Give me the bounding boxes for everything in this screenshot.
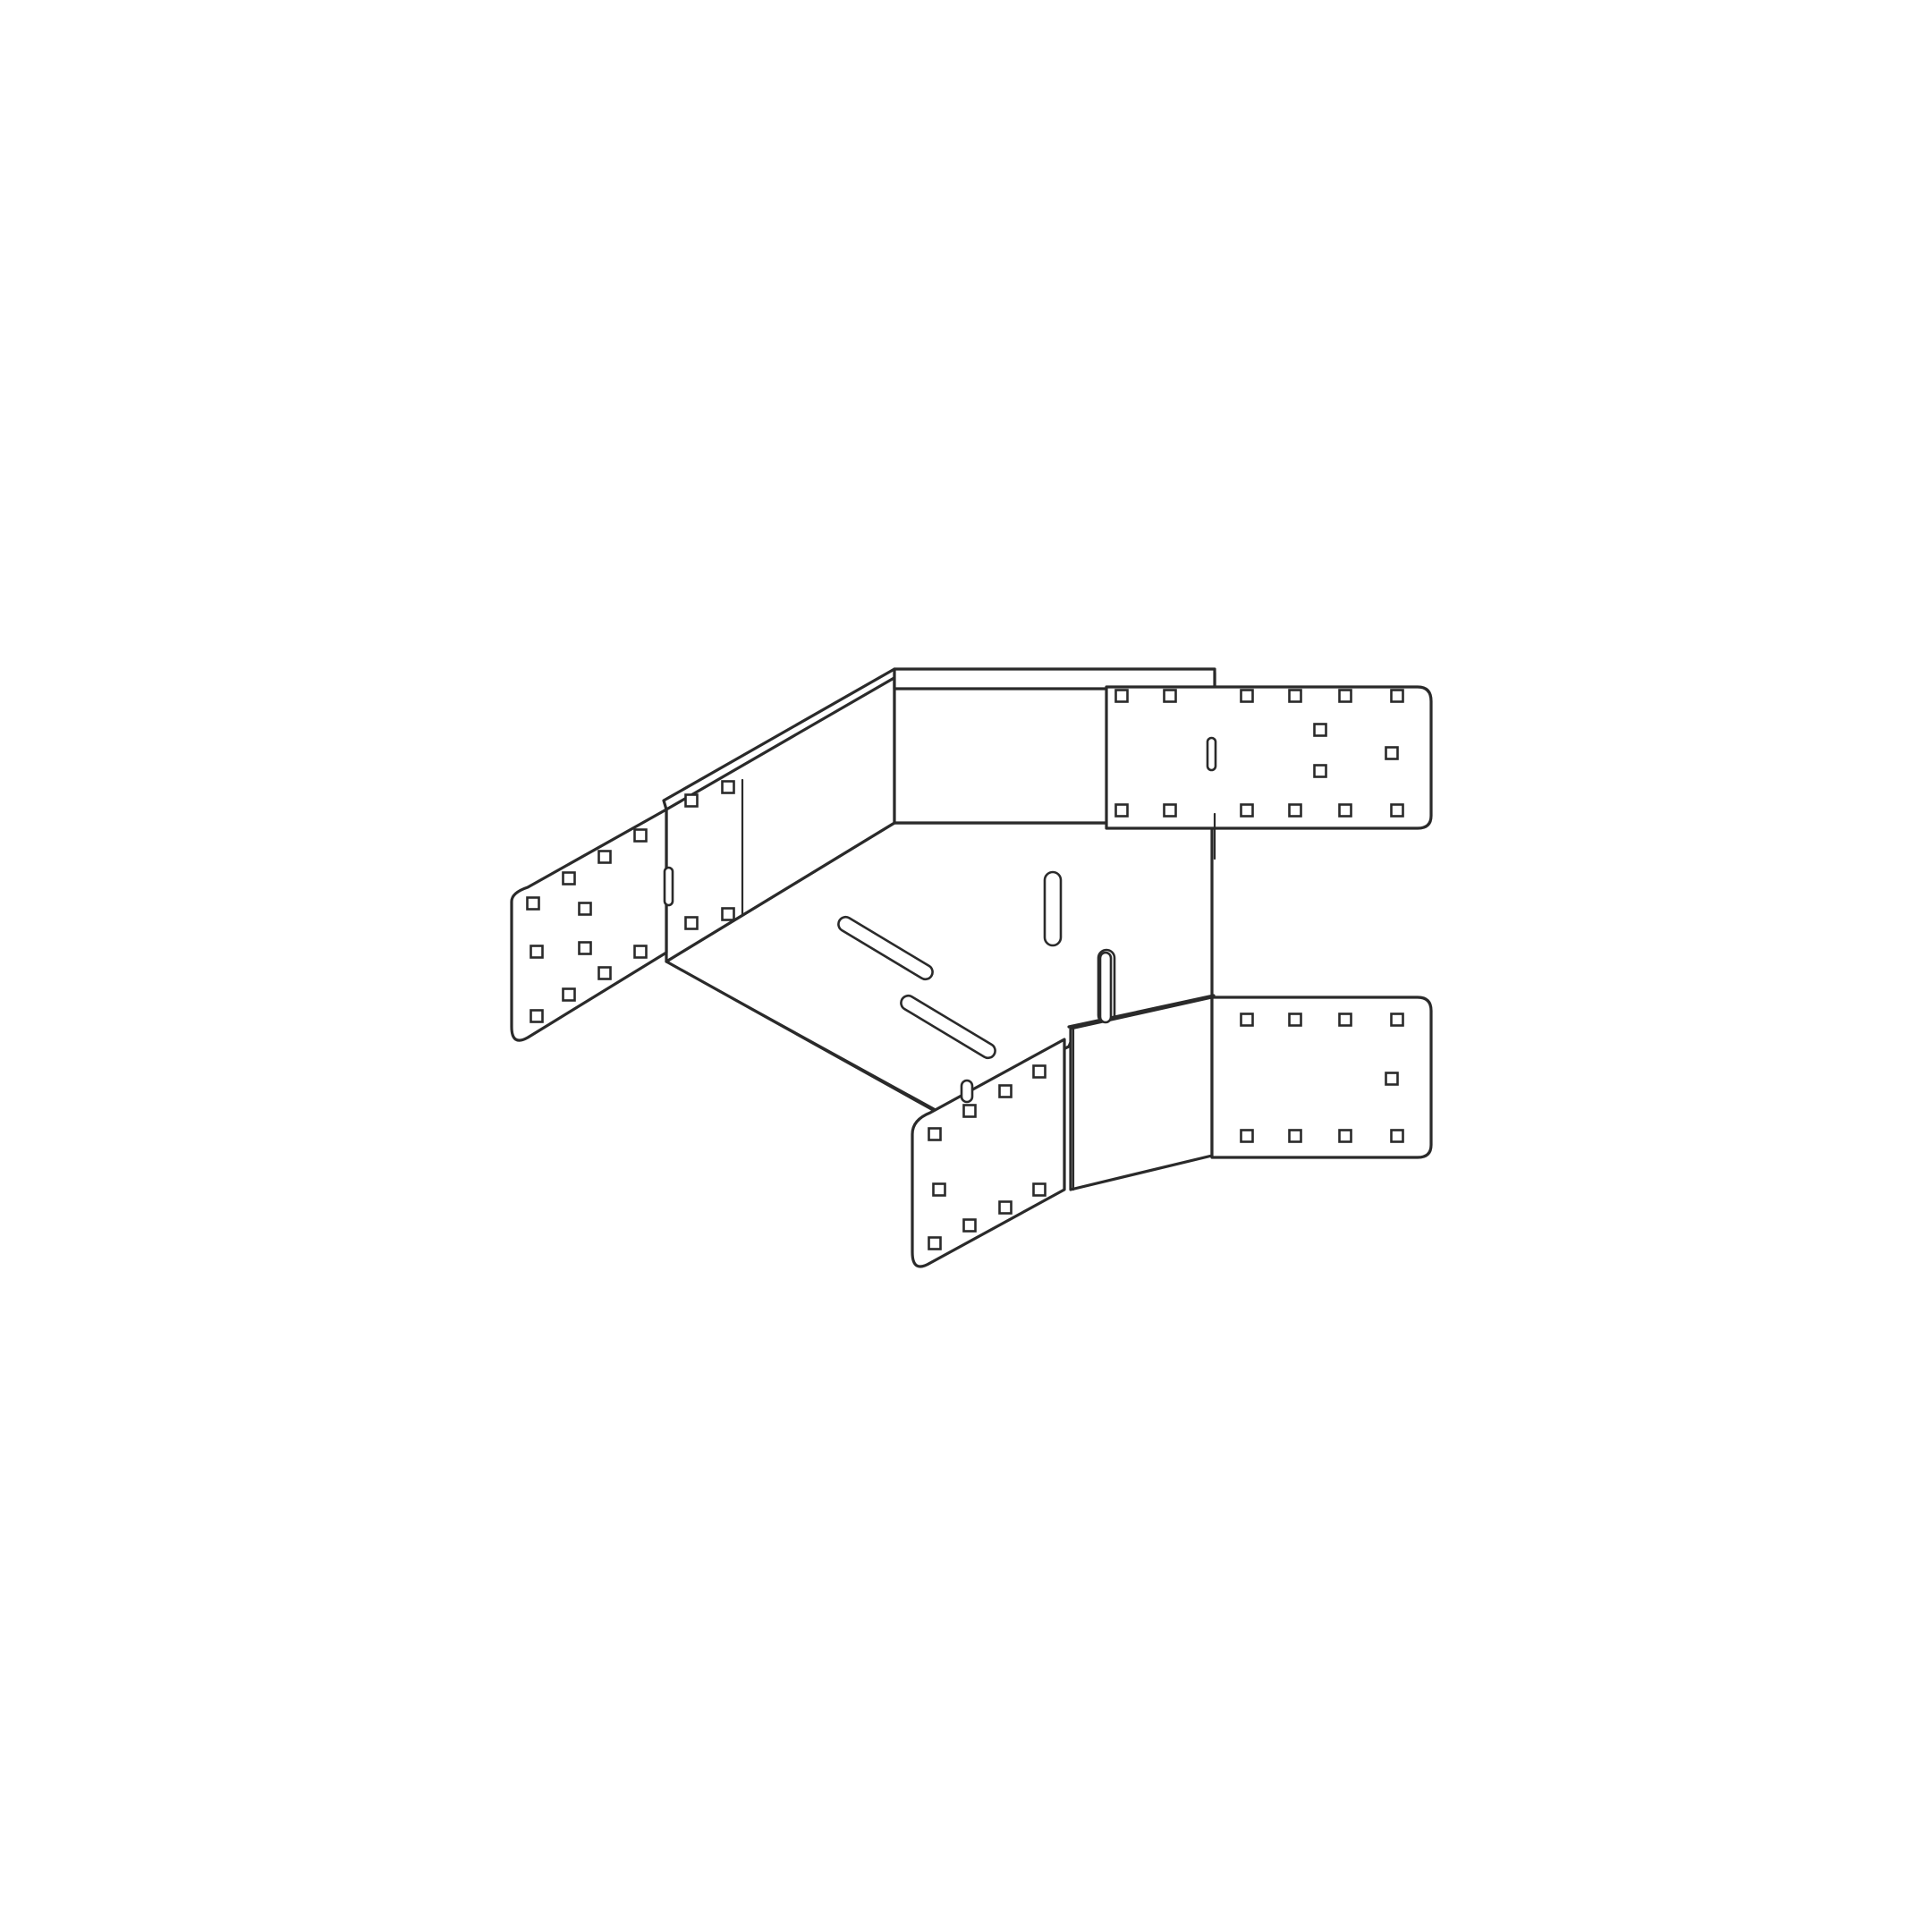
- right-lower-splice-plate: [1210, 996, 1433, 1159]
- bolt-hole: [562, 871, 576, 886]
- bolt-hole: [578, 902, 592, 916]
- bolt-hole: [684, 916, 699, 930]
- bolt-hole: [721, 907, 735, 921]
- bolt-hole: [1390, 1129, 1404, 1143]
- bolt-hole: [962, 1104, 977, 1118]
- bolt-hole: [1313, 723, 1327, 737]
- left-splice-slot: [663, 866, 674, 907]
- bolt-hole: [1240, 1013, 1254, 1027]
- bolt-hole: [1114, 803, 1129, 818]
- bolt-hole: [928, 1127, 942, 1141]
- inner-wall-top-edge: [1067, 994, 1216, 1029]
- right-upper-splice-plate: [1105, 685, 1433, 860]
- bolt-hole: [1390, 803, 1404, 818]
- front-splice-plate-outline: [911, 1038, 1066, 1268]
- bolt-hole: [1390, 689, 1404, 703]
- bolt-hole: [1163, 689, 1177, 703]
- bolt-holes: [526, 689, 1404, 1250]
- right-lower-splice-plate-outline: [1210, 996, 1433, 1159]
- bolt-hole: [998, 1084, 1013, 1098]
- left-splice-plate-outline: [510, 808, 668, 1042]
- bolt-hole: [1338, 803, 1352, 818]
- bolt-hole: [1288, 1013, 1302, 1027]
- bolt-hole: [1240, 689, 1254, 703]
- bolt-hole: [597, 966, 612, 980]
- bolt-hole: [932, 1182, 946, 1197]
- inner-wall-angled-face: [1069, 996, 1214, 1191]
- bolt-hole: [1338, 689, 1352, 703]
- bolt-hole: [1288, 689, 1302, 703]
- base-slot-4: [900, 994, 996, 1060]
- bolt-hole: [530, 945, 544, 959]
- base-slot-1: [1043, 870, 1063, 947]
- right-upper-splice-plate-outline: [1105, 685, 1433, 830]
- inner-wall: [1067, 951, 1216, 1191]
- front-splice-plate: [911, 1038, 1066, 1268]
- bolt-hole: [530, 1009, 544, 1023]
- bolt-hole: [1240, 1129, 1254, 1143]
- bolt-hole: [721, 780, 735, 794]
- bolt-hole: [1114, 689, 1129, 703]
- base-front-edge: [665, 960, 936, 1111]
- bolt-hole: [1385, 746, 1399, 760]
- bolt-hole: [1390, 1013, 1404, 1027]
- bolt-hole: [962, 1218, 977, 1233]
- front-splice-pin: [960, 1079, 974, 1104]
- bolt-hole: [1032, 1064, 1046, 1079]
- bolt-hole: [1313, 764, 1327, 778]
- bolt-hole: [1032, 1182, 1046, 1197]
- bolt-hole: [1163, 803, 1177, 818]
- bolt-hole: [562, 987, 576, 1002]
- bolt-hole: [1338, 1013, 1352, 1027]
- bolt-hole: [526, 896, 540, 911]
- bolt-hole: [578, 941, 592, 955]
- bolt-hole: [928, 1236, 942, 1250]
- bolt-hole: [1288, 1129, 1302, 1143]
- left-splice-plate: [510, 808, 674, 1042]
- bolt-hole: [1288, 803, 1302, 818]
- bolt-hole: [1338, 1129, 1352, 1143]
- base-slot-3: [837, 915, 934, 981]
- bolt-hole: [684, 793, 699, 808]
- bolt-hole: [633, 828, 648, 843]
- bolt-hole: [597, 850, 612, 864]
- bolt-hole: [1385, 1072, 1399, 1086]
- bolt-hole: [1240, 803, 1254, 818]
- bolt-hole: [998, 1200, 1013, 1215]
- right-upper-splice-slot: [1206, 736, 1217, 772]
- inner-wall-pin: [1098, 951, 1113, 1024]
- bolt-hole: [633, 945, 648, 959]
